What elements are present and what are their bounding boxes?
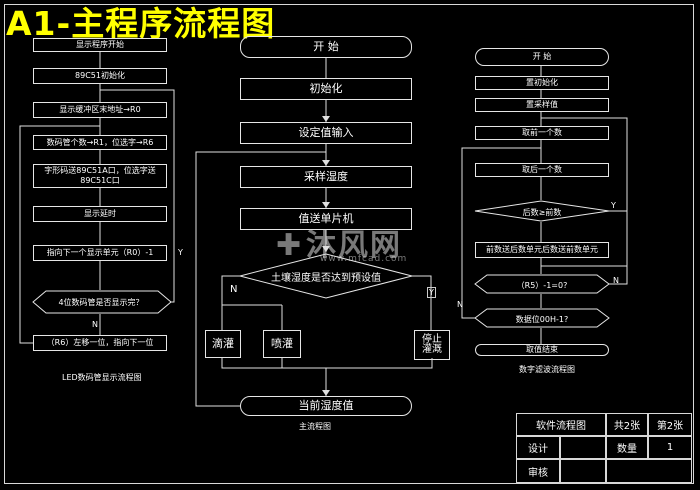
left-step-output: 字形码送89C51A口，位选字送89C51C口 [33,164,167,188]
left-step-start: 显示程序开始 [33,38,167,52]
mid-yes-label: Y [427,287,436,298]
tb-sheet: 第2张 [648,413,692,436]
tb-design: 设计 [516,436,560,459]
mid-sample: 采样湿度 [240,166,412,188]
left-step-delay: 显示延时 [33,206,167,222]
left-step-init: 89C51初始化 [33,68,167,84]
right-caption: 数字滤波流程图 [519,365,575,374]
left-step-buffer: 显示缓冲区末地址→R0 [33,102,167,118]
mid-start: 开 始 [240,36,412,58]
right-decision3-label: 数据位00H-1? [515,315,569,324]
left-decision-label: 4位数码管是否显示完？ [58,298,144,307]
left-step-count: 数码管个数→R1，位选字→R6 [33,135,167,150]
mid-spray: 喷灌 [263,330,301,358]
watermark-logo: ✚沐风网 [276,228,402,263]
right-step-prev: 取前一个数 [475,126,609,140]
tb-review: 审核 [516,459,560,483]
tb-blank [606,459,692,483]
right-start: 开 始 [475,48,609,66]
watermark-icon: ✚ [276,228,304,263]
tb-qty: 数量 [606,436,648,459]
left-step-next: 指向下一个显示单元（R0）-1 [33,245,167,261]
right-end: 取值结束 [475,344,609,356]
left-caption: LED数码管显示流程图 [62,373,142,382]
mid-caption: 主流程图 [299,422,331,431]
mid-drip: 滴灌 [205,330,241,358]
right-decision1-label: 后数≥前数 [522,208,562,217]
tb-total: 共2张 [606,413,648,436]
mid-no-label: N [230,284,238,295]
left-yes-label: Y [178,248,183,257]
right-decision2-shape [474,274,610,294]
tb-design-value [560,436,606,459]
tb-review-value [560,459,606,483]
right-no-label-1: N [613,276,619,285]
mid-decision-label: 土壤湿度是否达到预设值 [271,273,381,284]
right-decision3-shape [474,308,610,328]
drawing-title: A1-主程序流程图 [6,4,276,43]
drawing-frame [4,4,694,484]
mid-stop: 停止 灌溉 [414,330,450,360]
mid-current: 当前湿度值 [240,396,412,416]
left-decision-shape [32,290,172,314]
left-no-label: N [92,320,98,329]
tb-qty-value: 1 [648,436,692,459]
watermark-url: www.mfcad.com [320,254,408,264]
left-step-shift: （R6）左移一位，指向下一位 [33,335,167,351]
title-block: 软件流程图 共2张 第2张 设计 数量 1 审核 [516,413,692,483]
tb-name: 软件流程图 [516,413,606,436]
right-step-sample: 置采样值 [475,98,609,112]
right-step-next: 取后一个数 [475,163,609,177]
mid-set-input: 设定值输入 [240,122,412,144]
right-no-label-2: N [457,300,463,309]
right-decision1-shape [474,200,610,222]
right-yes-label: Y [611,201,616,210]
right-step-swap: 前数送后数单元后数送前数单元 [475,242,609,258]
mid-init: 初始化 [240,78,412,100]
mid-decision-shape [239,253,413,299]
mid-send: 值送单片机 [240,208,412,230]
right-step-init: 置初始化 [475,76,609,90]
right-decision2-label: （R5）-1=0? [516,281,568,290]
